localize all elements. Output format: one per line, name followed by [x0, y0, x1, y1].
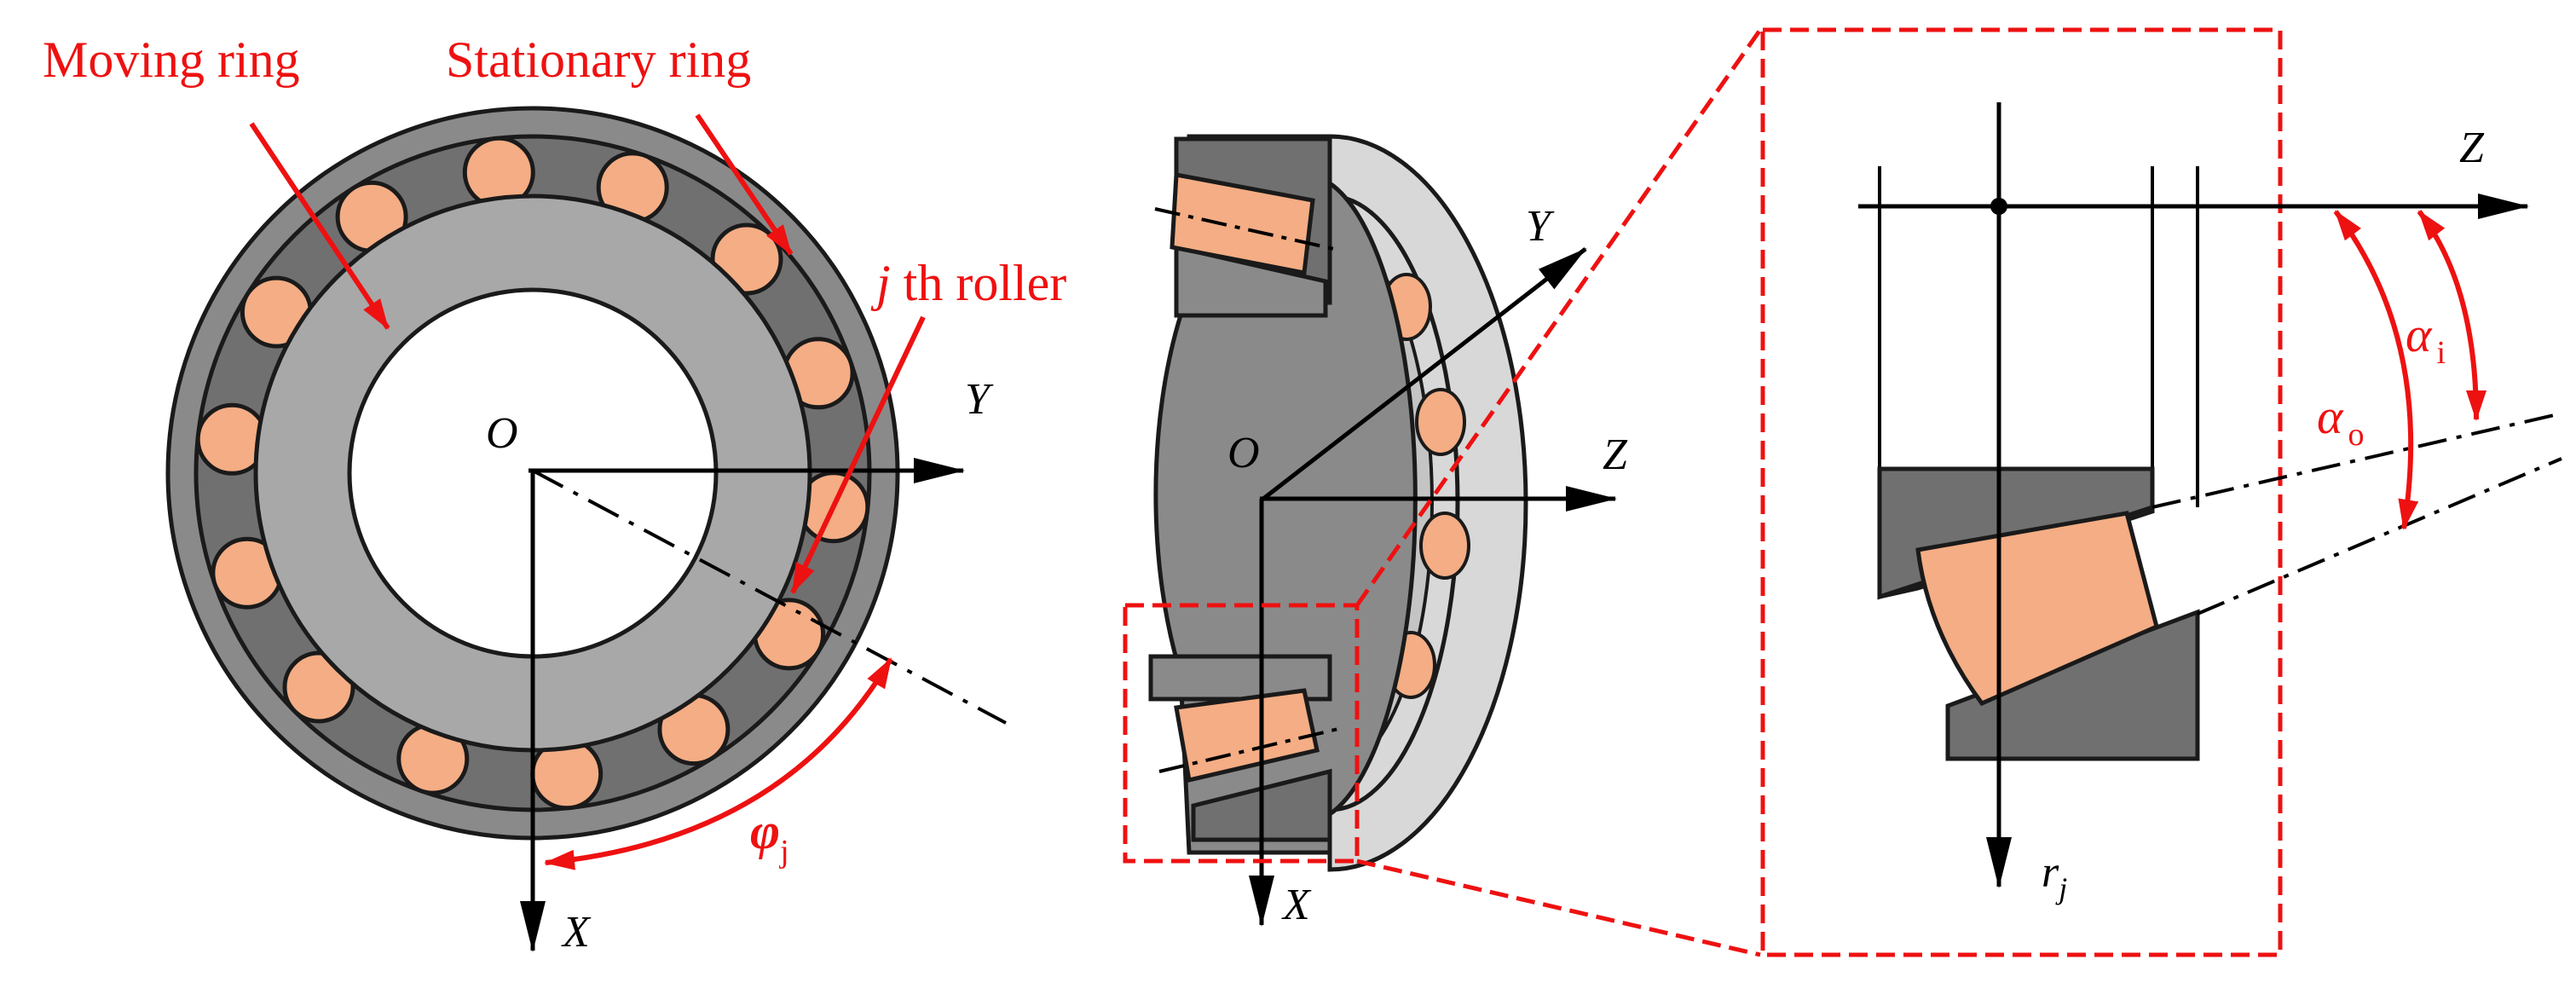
alpha-o-arc	[2333, 210, 2419, 530]
top-roller-axis	[1154, 207, 1335, 251]
stationary-ring-label: Stationary ring	[446, 32, 751, 88]
roller-icon	[1419, 512, 1470, 580]
jth-roller-label: j th roller	[870, 255, 1066, 311]
stationary-ring-pointer	[695, 113, 794, 256]
front-y-label: Y	[965, 375, 994, 424]
inner-contact-line	[2197, 457, 2562, 616]
alpha-i-arc	[2417, 210, 2486, 421]
front-x-label: X	[561, 908, 592, 957]
zoom-connector-top	[1354, 28, 1763, 607]
side-y-axis	[1262, 247, 1587, 500]
roller-center-line	[532, 469, 1007, 725]
phi-angle-arc	[544, 657, 893, 870]
zoom-detail-box	[1760, 27, 2283, 957]
side-z-label: Z	[1603, 431, 1628, 479]
zoom-connector-bottom	[1356, 858, 1761, 957]
side-origin-label: O	[1227, 429, 1260, 477]
side-view: O X Y Z	[1123, 134, 1628, 929]
detail-r-label: rj	[2042, 848, 2067, 905]
side-x-label: X	[1281, 881, 1312, 929]
detail-roller	[1915, 511, 2159, 707]
bottom-roller-axis	[1158, 727, 1339, 773]
side-y-label: Y	[1526, 202, 1555, 251]
bottom-cone-section	[1148, 654, 1332, 702]
moving-ring-pointer	[249, 122, 390, 330]
roller-icon	[1415, 388, 1466, 456]
top-roller	[1170, 172, 1315, 275]
zoom-source-box	[1123, 603, 1360, 864]
top-cone-section	[1174, 244, 1328, 318]
front-origin-label: O	[486, 409, 518, 458]
detail-origin-dot	[1990, 198, 2007, 215]
outer-contact-line	[2151, 412, 2562, 509]
outer-cup-inner	[1329, 194, 1460, 812]
phi-angle-label: φj	[750, 803, 789, 870]
detail-z-label: Z	[2459, 124, 2485, 172]
jth-roller-pointer	[790, 315, 926, 594]
front-view: O X Y φj Moving ring Stationary ring j t…	[43, 32, 1066, 957]
moving-ring-label: Moving ring	[43, 32, 300, 88]
